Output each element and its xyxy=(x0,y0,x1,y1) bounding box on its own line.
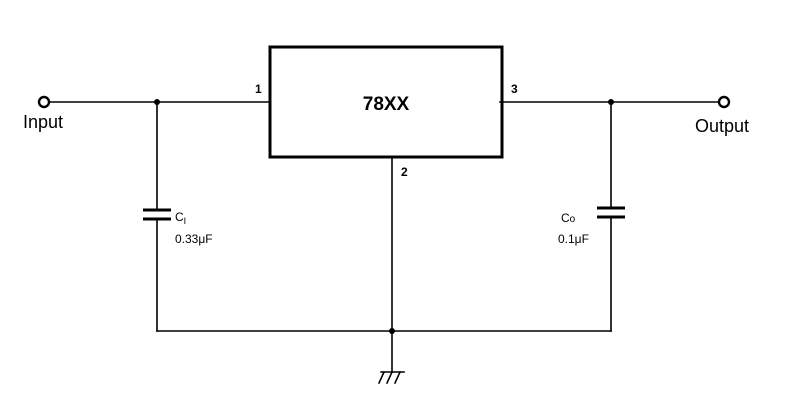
cap-out-name-sub: o xyxy=(570,214,576,225)
regulator-box xyxy=(268,45,504,159)
pin-2-label: 2 xyxy=(401,165,408,179)
cap-in-value: 0.33μF xyxy=(175,232,213,246)
ground-symbol-hatch-1 xyxy=(377,370,386,385)
cap-out-name: Co xyxy=(561,211,576,225)
junction-output-cap xyxy=(608,99,614,105)
ground-symbol-hatch-3 xyxy=(393,370,402,385)
cap-in-name-base: C xyxy=(175,210,184,224)
cap-in-name-sub: I xyxy=(184,216,187,226)
input-terminal xyxy=(37,95,51,109)
input-label: Input xyxy=(23,112,63,132)
cap-out-name-base: C xyxy=(561,211,570,225)
regulator-label: 78XX xyxy=(363,94,410,115)
ground-symbol-hatch-2 xyxy=(385,370,394,385)
output-label: Output xyxy=(695,116,749,136)
junction-ground xyxy=(389,328,395,334)
cap-out-value: 0.1μF xyxy=(558,232,589,246)
cap-in-name: CI xyxy=(175,210,186,226)
junction-input-cap xyxy=(154,99,160,105)
output-terminal xyxy=(717,95,731,109)
pin-3-label: 3 xyxy=(511,82,518,96)
pin-1-label: 1 xyxy=(255,82,262,96)
